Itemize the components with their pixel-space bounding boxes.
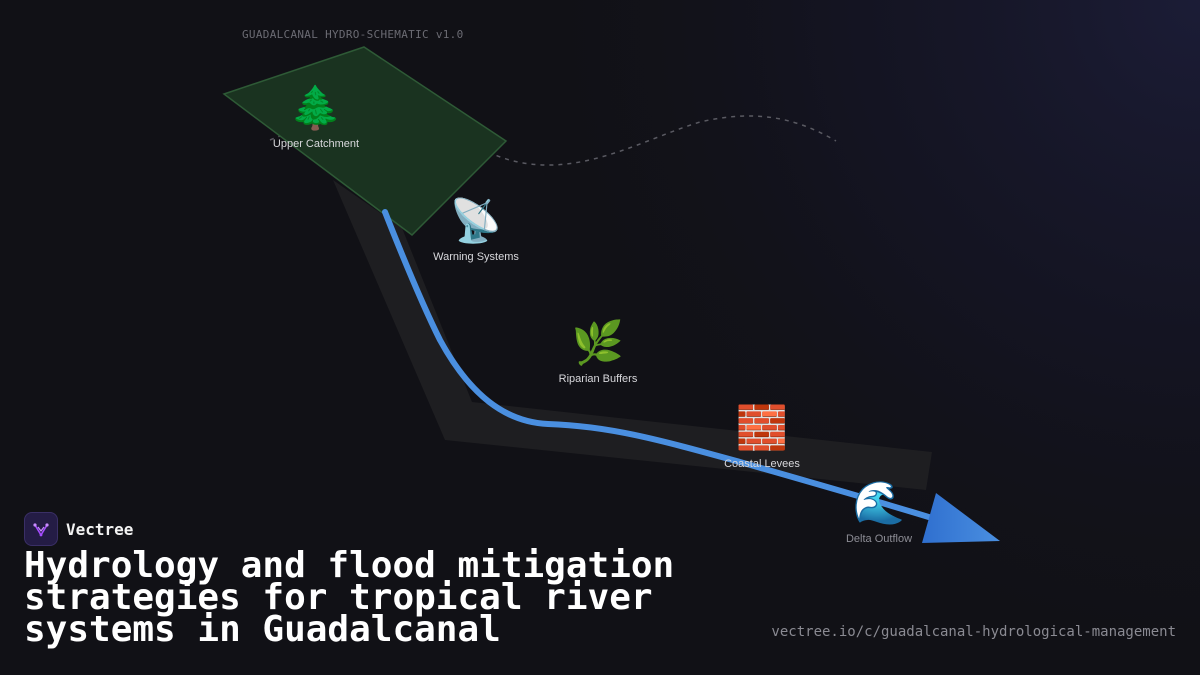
page-title: Hydrology and flood mitigation strategie… [24,545,675,650]
node-label-warning-systems: Warning Systems [433,251,519,263]
herb-icon: 🌿 [571,319,625,366]
brick-wall-icon: 🧱 [735,404,789,451]
brand: Vectree [24,512,133,546]
node-warning-systems: 📡 Warning Systems [433,197,519,263]
outflow-arrowhead [922,493,1000,543]
node-label-coastal-levees: Coastal Levees [724,458,800,470]
schematic-title: GUADALCANAL HYDRO-SCHEMATIC v1.0 [242,28,464,41]
water-wave-icon: 🌊 [852,479,906,526]
floodplain-channel [333,180,932,490]
upper-catchment-area [222,46,508,236]
site-url: vectree.io/c/guadalcanal-hydrological-ma… [771,624,1176,640]
node-upper-catchment: 🌲 Upper Catchment [273,84,359,150]
node-coastal-levees: 🧱 Coastal Levees [724,404,800,470]
node-label-delta-outflow: Delta Outflow [845,533,913,545]
vectree-logo-icon [24,512,58,546]
node-riparian-buffers: 🌿 Riparian Buffers [559,319,638,385]
node-delta-outflow: 🌊 Delta Outflow [846,479,912,545]
brand-name: Vectree [66,519,134,539]
river-channel [382,209,935,521]
evergreen-tree-icon: 🌲 [289,84,343,131]
satellite-dish-icon: 📡 [449,197,503,244]
node-label-upper-catchment: Upper Catchment [272,138,360,150]
node-label-riparian-buffers: Riparian Buffers [558,373,638,385]
